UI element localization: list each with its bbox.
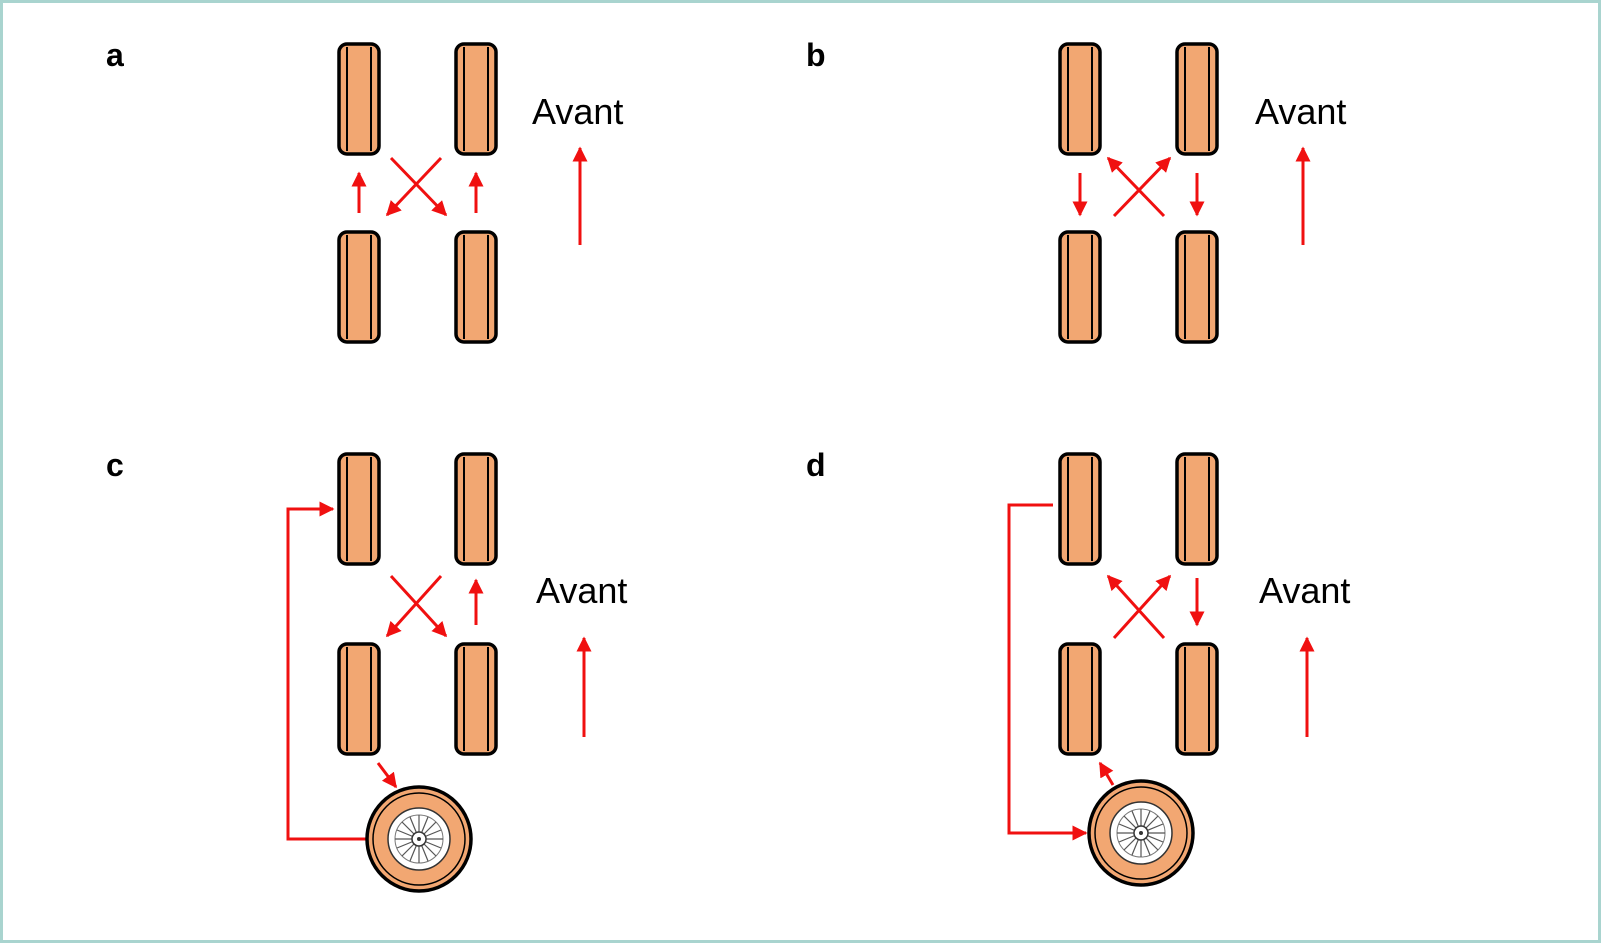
- rotation-arrow: [389, 574, 448, 638]
- rotation-arrow: [1112, 156, 1172, 218]
- panel-a-label: a: [106, 37, 124, 73]
- tire-icon: [337, 42, 381, 156]
- tire-icon: [337, 230, 381, 344]
- tire-icon: [454, 452, 498, 566]
- rotation-arrow: [385, 156, 443, 217]
- panel-c-label: c: [106, 447, 124, 483]
- panel-d: d Avant: [806, 447, 1350, 887]
- tire-icon: [1175, 230, 1219, 344]
- spare-wheel-icon: [365, 785, 473, 893]
- tire-rotation-diagram: a Avant b Avant c Av: [106, 37, 1350, 893]
- tire-icon: [1058, 42, 1102, 156]
- tire-icon: [454, 230, 498, 344]
- panel-b-label: b: [806, 37, 826, 73]
- spare-wheel-icon: [1087, 779, 1195, 887]
- rotation-arrow: [376, 762, 398, 789]
- rotation-arrow: [1106, 574, 1166, 640]
- forward-label: Avant: [1255, 91, 1346, 132]
- panel-c: c Avant: [106, 447, 627, 893]
- tire-icon: [1058, 452, 1102, 566]
- forward-label: Avant: [536, 570, 627, 611]
- tire-icon: [454, 642, 498, 756]
- tire-icon: [1175, 452, 1219, 566]
- rotation-arrow: [389, 156, 448, 217]
- rotation-arrow: [1098, 761, 1115, 786]
- tire-icon: [1058, 230, 1102, 344]
- tire-icon: [454, 42, 498, 156]
- rotation-arrow: [286, 501, 368, 841]
- panel-d-label: d: [806, 447, 826, 483]
- rotation-arrow: [1007, 503, 1088, 841]
- tire-icon: [1058, 642, 1102, 756]
- forward-label: Avant: [532, 91, 623, 132]
- rotation-arrow: [1112, 574, 1172, 640]
- rotation-arrow: [385, 574, 443, 638]
- panel-a: a Avant: [106, 37, 623, 344]
- tire-icon: [337, 452, 381, 566]
- tire-icon: [1175, 642, 1219, 756]
- tire-icon: [1175, 42, 1219, 156]
- forward-label: Avant: [1259, 570, 1350, 611]
- rotation-arrow: [1106, 156, 1166, 218]
- tire-icon: [337, 642, 381, 756]
- panel-b: b Avant: [806, 37, 1346, 344]
